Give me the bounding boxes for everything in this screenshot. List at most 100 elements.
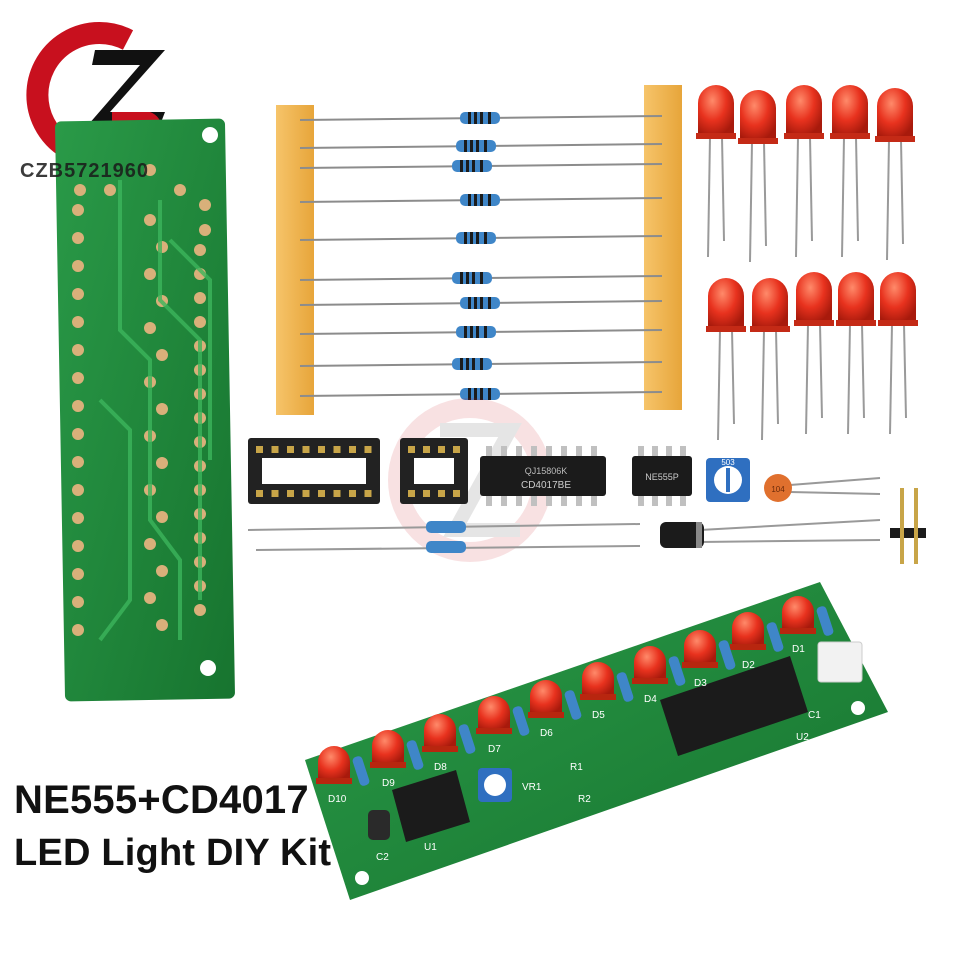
board-led-rim	[528, 712, 564, 718]
chip-leg	[516, 446, 522, 456]
chip-leg	[666, 446, 672, 456]
chip-leg	[561, 446, 567, 456]
led-bulb	[880, 272, 916, 324]
socket-pin	[438, 446, 445, 453]
led-lead	[707, 136, 711, 258]
chip-leg	[486, 496, 492, 506]
pcb-pad	[72, 372, 84, 384]
socket-pin	[408, 446, 415, 453]
led-bulb	[832, 85, 868, 137]
socket-pin	[333, 490, 341, 497]
resistor-band	[466, 358, 469, 370]
resistor-band	[476, 232, 479, 244]
pcb-pad	[144, 322, 156, 334]
board-connector	[817, 641, 863, 683]
pcb-pad	[144, 214, 156, 226]
board-resistor	[564, 690, 582, 720]
led-bulb	[838, 272, 874, 324]
socket-pin	[364, 446, 372, 453]
led-rim	[875, 136, 915, 142]
led-lead	[795, 136, 799, 258]
pcb-pad	[144, 164, 156, 176]
board-led	[372, 730, 404, 766]
resistor-band	[470, 140, 473, 152]
resistor-band	[488, 194, 491, 206]
led-lead	[900, 139, 904, 245]
board-led-rim	[370, 762, 406, 768]
resistor-band	[470, 232, 473, 244]
chip-leg	[638, 446, 644, 456]
board-resistor	[668, 656, 686, 686]
header-pins	[890, 488, 926, 564]
led-rim	[830, 133, 870, 139]
board-led-label: D3	[694, 678, 707, 689]
led-bulb	[708, 278, 744, 330]
pot-label: 503	[721, 458, 735, 467]
bare-pcb	[55, 118, 235, 702]
chip-ne555-label: NE555P	[645, 472, 679, 482]
socket-pin	[349, 490, 356, 497]
led-rim	[738, 138, 778, 144]
board-resistor	[458, 724, 476, 754]
socket-pin	[302, 490, 310, 497]
resistor-band	[464, 140, 467, 152]
resistor-band	[476, 326, 479, 338]
board-resistor	[616, 672, 634, 702]
board-chip-ne555	[392, 770, 470, 842]
socket-pin	[438, 490, 445, 497]
led-lead	[903, 323, 907, 419]
board-electrolytic-cap	[368, 810, 390, 840]
led-rim	[696, 133, 736, 139]
product-title-line1: NE555+CD4017	[14, 778, 309, 822]
resistor-band	[460, 272, 463, 284]
led-lead	[889, 323, 893, 435]
chip-leg	[516, 496, 522, 506]
resistor-strip	[276, 85, 682, 415]
board-label-u1: U1	[424, 842, 437, 853]
board-led	[582, 662, 614, 698]
board-led	[684, 630, 716, 666]
pcb-pad	[72, 428, 84, 440]
led-rim	[836, 320, 876, 326]
socket-pin	[423, 446, 430, 453]
board-led-rim	[316, 778, 352, 784]
led-lead	[761, 329, 765, 441]
board-led-rim	[476, 728, 512, 734]
led-lead	[749, 141, 753, 263]
resistor-band	[484, 326, 487, 338]
led-lead	[861, 323, 865, 419]
socket-pin	[271, 446, 279, 453]
chip-leg	[652, 446, 658, 456]
pcb-pad	[156, 403, 168, 415]
resistor-band	[484, 232, 487, 244]
chip-leg	[546, 446, 552, 456]
chip-leg	[680, 496, 686, 506]
board-led-rim	[682, 662, 718, 668]
chip-leg	[591, 446, 597, 456]
pcb-pad	[194, 316, 206, 328]
pcb-pad	[74, 184, 86, 196]
loose-leds	[696, 85, 918, 441]
led-rim	[784, 133, 824, 139]
pcb-pad	[72, 512, 84, 524]
board-led-label: D9	[382, 778, 395, 789]
resistor-band	[464, 326, 467, 338]
pcb-pad	[72, 288, 84, 300]
chip-leg	[546, 496, 552, 506]
tape-left	[276, 105, 314, 415]
socket-pin	[302, 446, 310, 453]
resistor-band	[488, 388, 491, 400]
board-led-label: D10	[328, 794, 347, 805]
chip-leg	[638, 496, 644, 506]
socket-pin	[256, 446, 263, 453]
pcb-pad	[199, 199, 211, 211]
led-rim	[878, 320, 918, 326]
pcb-pad	[104, 184, 116, 196]
resistor-band	[468, 194, 471, 206]
pcb-pad	[194, 604, 206, 616]
pcb-pad	[144, 538, 156, 550]
pcb-pad	[156, 349, 168, 361]
